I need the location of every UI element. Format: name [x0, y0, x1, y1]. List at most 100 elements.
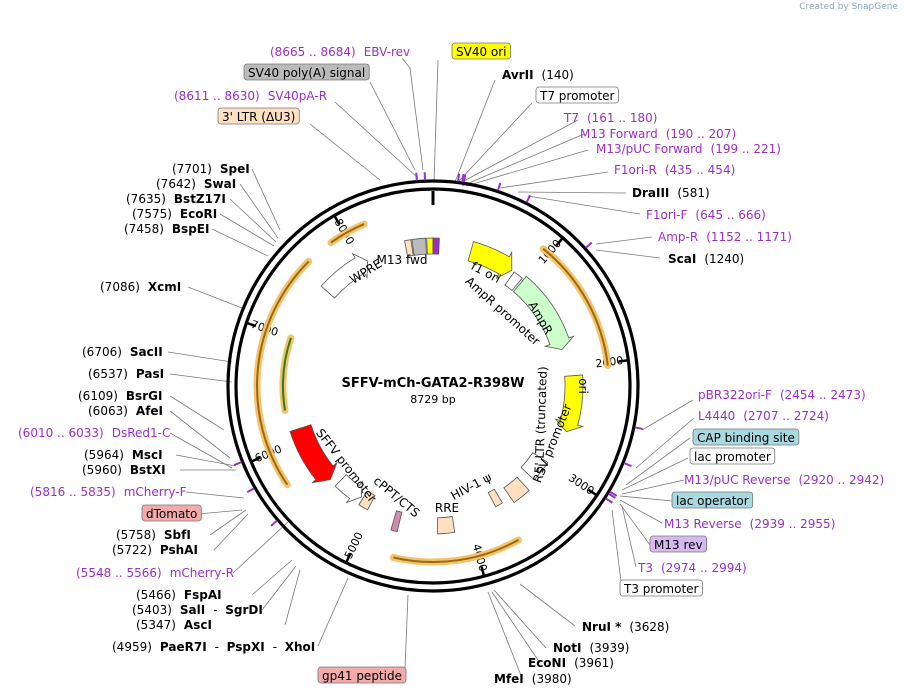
- label-m13-rev[interactable]: M13 rev: [649, 535, 707, 553]
- label-lac-promoter[interactable]: lac promoter: [689, 447, 776, 465]
- label-econi[interactable]: EcoNI(3961): [528, 656, 614, 670]
- m13puc-reverse-name: M13/pUC Reverse: [684, 473, 791, 487]
- m13puc-forward-name: M13/pUC Forward: [596, 142, 703, 156]
- ltr3-box: [217, 107, 300, 125]
- label-pbr322ori-f[interactable]: pBR322ori-F(2454 .. 2473): [698, 388, 866, 402]
- label-pshai[interactable]: (5722)PshAI: [112, 543, 198, 557]
- rre-feature: [436, 516, 456, 535]
- ampr-feature: [512, 275, 575, 351]
- label-paer7i[interactable]: (4959)PaeR7I-PspXI-XhoI: [112, 640, 315, 654]
- cap-box: [692, 428, 800, 446]
- bstz17i-name: BstZ17I: [174, 192, 226, 206]
- label-asci[interactable]: (5347)AscI: [136, 618, 212, 632]
- t7-coord: (161 .. 180): [587, 111, 657, 125]
- label-f1ori-f[interactable]: F1ori-F(645 .. 666): [646, 208, 766, 222]
- bspei-coord: (7458): [124, 222, 164, 236]
- t7-promoter-label: T7 promoter: [539, 89, 615, 103]
- m13-reverse-name: M13 Reverse: [664, 517, 742, 531]
- ecori-coord: (7575): [132, 207, 172, 221]
- noti-coord: (3939): [590, 641, 630, 655]
- label-avrii[interactable]: AvrII(140): [502, 68, 574, 82]
- sv40-ori-label: SV40 ori: [456, 45, 507, 59]
- ecori-name: EcoRI: [180, 207, 217, 221]
- sali-coord: (5403): [132, 603, 172, 617]
- credit-prefix: Created by: [799, 2, 849, 12]
- label-nrui[interactable]: NruI *(3628): [582, 620, 669, 634]
- label-m13-forward[interactable]: M13 Forward(190 .. 207): [580, 127, 736, 141]
- gp41-feature: [390, 510, 403, 533]
- label-afei[interactable]: (6063)AfeI: [88, 404, 163, 418]
- cap-label: CAP binding site: [697, 431, 795, 445]
- label-bspei[interactable]: (7458)BspEI: [124, 222, 209, 236]
- label-mcherry-f[interactable]: (5816 .. 5835)mCherry-F: [30, 485, 187, 499]
- label-cap[interactable]: CAP binding site: [692, 428, 800, 446]
- fspai-coord: (5466): [136, 588, 176, 602]
- orf-arc: [542, 248, 609, 366]
- label-l4440[interactable]: L4440(2707 .. 2724): [698, 409, 829, 423]
- label-sv40-polya[interactable]: SV40 poly(A) signal: [243, 63, 370, 81]
- primer-mark: [270, 519, 278, 527]
- label-t3-promoter[interactable]: T3 promoter: [619, 579, 703, 597]
- primer-mark: [457, 173, 461, 182]
- label-xcmi[interactable]: (7086)XcmI: [100, 280, 181, 294]
- label-t7-promoter[interactable]: T7 promoter: [535, 86, 619, 104]
- sali-name: SalI: [180, 603, 205, 617]
- label-amp-r[interactable]: Amp-R(1152 .. 1171): [658, 230, 792, 244]
- sv40-polya-box: [243, 63, 370, 81]
- paer7i-name: PaeR7I: [160, 640, 207, 654]
- label-m13-reverse[interactable]: M13 Reverse(2939 .. 2955): [664, 517, 835, 531]
- label-noti[interactable]: NotI(3939): [553, 641, 629, 655]
- asci-coord: (5347): [136, 618, 176, 632]
- label-speI[interactable]: (7701)SpeI: [172, 162, 250, 176]
- orf-arcs: [253, 220, 612, 566]
- rsv-feature: [503, 476, 530, 504]
- mfei-name: MfeI: [494, 672, 524, 686]
- mcherry-r-name: mCherry-R: [170, 566, 234, 580]
- label-t3[interactable]: T3(2974 .. 2994): [637, 561, 747, 575]
- econi-name: EcoNI: [528, 656, 566, 670]
- paer7i-extra2: XhoI: [285, 640, 316, 654]
- label-gp41[interactable]: gp41 peptide: [317, 666, 407, 684]
- dash-separator: -: [213, 603, 217, 617]
- label-scai[interactable]: ScaI(1240): [668, 252, 744, 266]
- pasi-coord: (6537): [88, 367, 128, 381]
- label-ebv-rev[interactable]: (8665 .. 8684)EBV-rev: [270, 45, 410, 59]
- label-m13puc-reverse[interactable]: M13/pUC Reverse(2920 .. 2942): [684, 473, 884, 487]
- avrii-coord: (140): [542, 68, 574, 82]
- label-sv40pa-r[interactable]: (8611 .. 8630)SV40pA-R: [174, 89, 327, 103]
- bsrgi-coord: (6109): [78, 389, 118, 403]
- label-bstxi[interactable]: (5960)BstXI: [82, 463, 166, 477]
- label-mfei[interactable]: MfeI(3980): [494, 672, 572, 686]
- label-mcherry-r[interactable]: (5548 .. 5566)mCherry-R: [76, 566, 234, 580]
- cppt-feature: [358, 490, 376, 511]
- label-dsred1-c[interactable]: (6010 .. 6033)DsRed1-C: [18, 426, 170, 440]
- label-dtomato[interactable]: dTomato: [141, 504, 202, 522]
- label-bsrgi[interactable]: (6109)BsrGI: [78, 389, 162, 403]
- label-t7[interactable]: T7 (161 .. 180): [563, 111, 657, 125]
- sv40-ori-feature: [426, 237, 434, 255]
- label-sacii[interactable]: (6706)SacII: [82, 345, 163, 359]
- label-draiii[interactable]: DraIII(581): [632, 186, 710, 200]
- label-msci[interactable]: (5964)MscI: [84, 448, 163, 462]
- label-sbfi[interactable]: (5758)SbfI: [116, 528, 191, 542]
- label-ltr3[interactable]: 3' LTR (ΔU3): [217, 107, 300, 125]
- hiv-psi-label: HIV-1 ψ: [449, 470, 494, 503]
- amp-r-coord: (1152 .. 1171): [706, 230, 792, 244]
- label-m13puc-forward[interactable]: M13/pUC Forward(199 .. 221): [596, 142, 781, 156]
- t7-name: T7: [563, 111, 579, 125]
- orf-arc: [393, 539, 519, 564]
- m13-forward-coord: (190 .. 207): [666, 127, 736, 141]
- label-sali[interactable]: (5403)SalI-SgrDI: [132, 603, 263, 617]
- primer-mark: [525, 194, 532, 203]
- f1-ori-feature: [467, 241, 513, 280]
- label-pasi[interactable]: (6537)PasI: [88, 367, 164, 381]
- label-sv40-ori[interactable]: SV40 ori: [451, 42, 511, 60]
- label-f1ori-r[interactable]: F1ori-R(435 .. 454): [614, 163, 735, 177]
- label-lac-operator[interactable]: lac operator: [671, 491, 754, 509]
- label-swaI[interactable]: (7642)SwaI: [156, 177, 236, 191]
- label-ecori[interactable]: (7575) EcoRI: [132, 207, 217, 221]
- label-fspai[interactable]: (5466)FspAI: [136, 588, 222, 602]
- lac-promoter-label: lac promoter: [694, 450, 771, 464]
- label-bstz17i[interactable]: (7635)BstZ17I: [126, 192, 226, 206]
